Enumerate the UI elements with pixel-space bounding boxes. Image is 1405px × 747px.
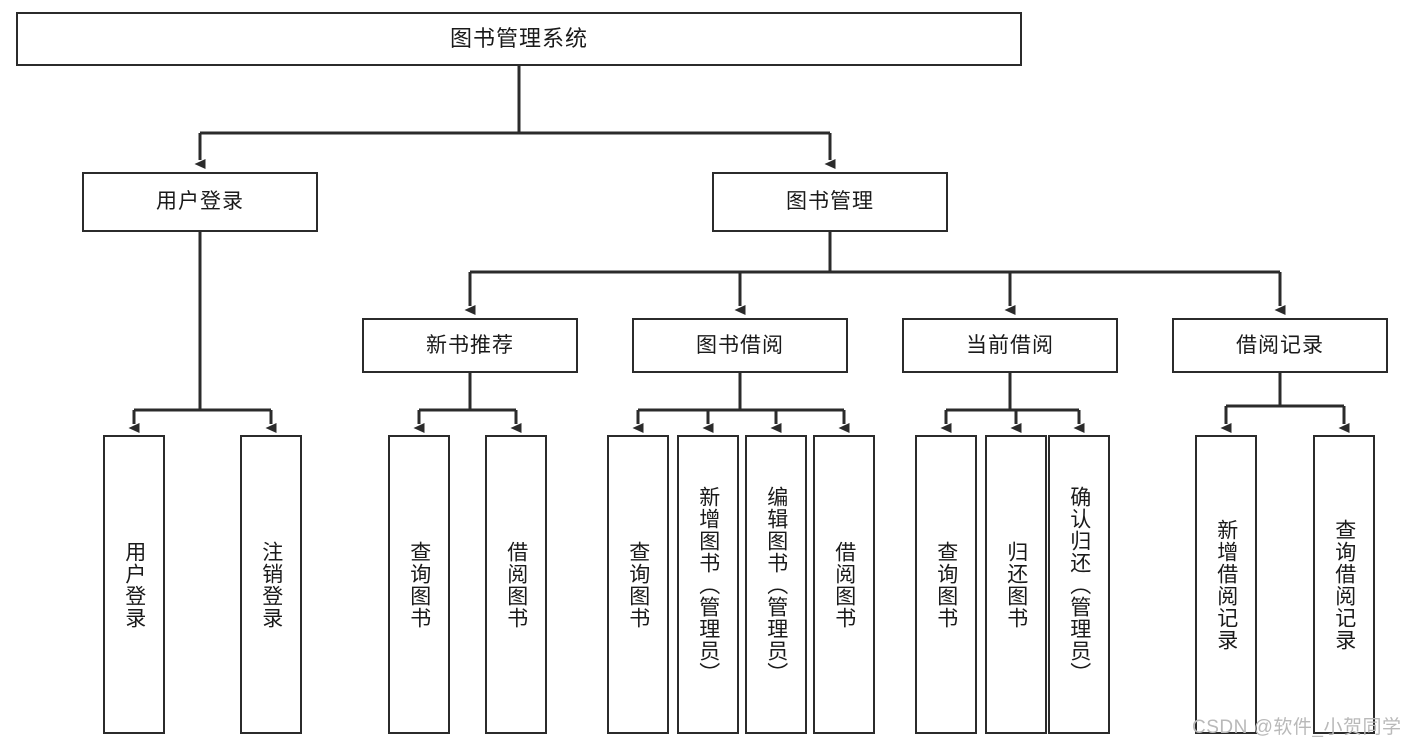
leaf-return-book[interactable]: 归还图书 [985, 435, 1047, 734]
node-book-borrow[interactable]: 图书借阅 [632, 318, 848, 373]
leaf-add-book-label: 新增图书（管理员） [696, 485, 720, 684]
node-current-borrow[interactable]: 当前借阅 [902, 318, 1118, 373]
leaf-query-book-rec[interactable]: 查询图书 [388, 435, 450, 734]
leaf-query-book-rec-label: 查询图书 [407, 540, 431, 629]
node-root[interactable]: 图书管理系统 [16, 12, 1022, 66]
leaf-user-login[interactable]: 用户登录 [103, 435, 165, 734]
leaf-query-borrow-record[interactable]: 查询借阅记录 [1313, 435, 1375, 734]
leaf-query-book-current[interactable]: 查询图书 [915, 435, 977, 734]
leaf-confirm-return-label: 确认归还（管理员） [1067, 485, 1091, 684]
node-user-login-label: 用户登录 [156, 190, 244, 214]
leaf-borrow-book[interactable]: 借阅图书 [813, 435, 875, 734]
node-borrow-records[interactable]: 借阅记录 [1172, 318, 1388, 373]
node-new-book-recommend[interactable]: 新书推荐 [362, 318, 578, 373]
leaf-query-borrow-record-label: 查询借阅记录 [1332, 518, 1356, 651]
node-current-borrow-label: 当前借阅 [966, 333, 1054, 357]
node-new-book-recommend-label: 新书推荐 [426, 333, 514, 357]
leaf-confirm-return[interactable]: 确认归还（管理员） [1048, 435, 1110, 734]
leaf-query-book-current-label: 查询图书 [934, 540, 958, 629]
leaf-query-book-borrow-label: 查询图书 [626, 540, 650, 629]
leaf-add-borrow-record-label: 新增借阅记录 [1214, 518, 1238, 651]
node-book-borrow-label: 图书借阅 [696, 333, 784, 357]
leaf-edit-book[interactable]: 编辑图书（管理员） [745, 435, 807, 734]
leaf-borrow-book-label: 借阅图书 [832, 540, 856, 629]
leaf-query-book-borrow[interactable]: 查询图书 [607, 435, 669, 734]
watermark: CSDN @软件_小贺同学 [1192, 717, 1402, 738]
node-root-label: 图书管理系统 [449, 25, 588, 51]
leaf-logout-label: 注销登录 [259, 540, 283, 629]
leaf-add-borrow-record[interactable]: 新增借阅记录 [1195, 435, 1257, 734]
leaf-return-book-label: 归还图书 [1004, 540, 1028, 629]
node-book-management[interactable]: 图书管理 [712, 172, 948, 232]
node-borrow-records-label: 借阅记录 [1236, 333, 1324, 357]
leaf-borrow-book-rec[interactable]: 借阅图书 [485, 435, 547, 734]
leaf-user-login-label: 用户登录 [122, 540, 146, 629]
node-book-management-label: 图书管理 [786, 190, 874, 214]
leaf-logout[interactable]: 注销登录 [240, 435, 302, 734]
leaf-edit-book-label: 编辑图书（管理员） [764, 485, 788, 684]
node-user-login[interactable]: 用户登录 [82, 172, 318, 232]
leaf-add-book[interactable]: 新增图书（管理员） [677, 435, 739, 734]
leaf-borrow-book-rec-label: 借阅图书 [504, 540, 528, 629]
